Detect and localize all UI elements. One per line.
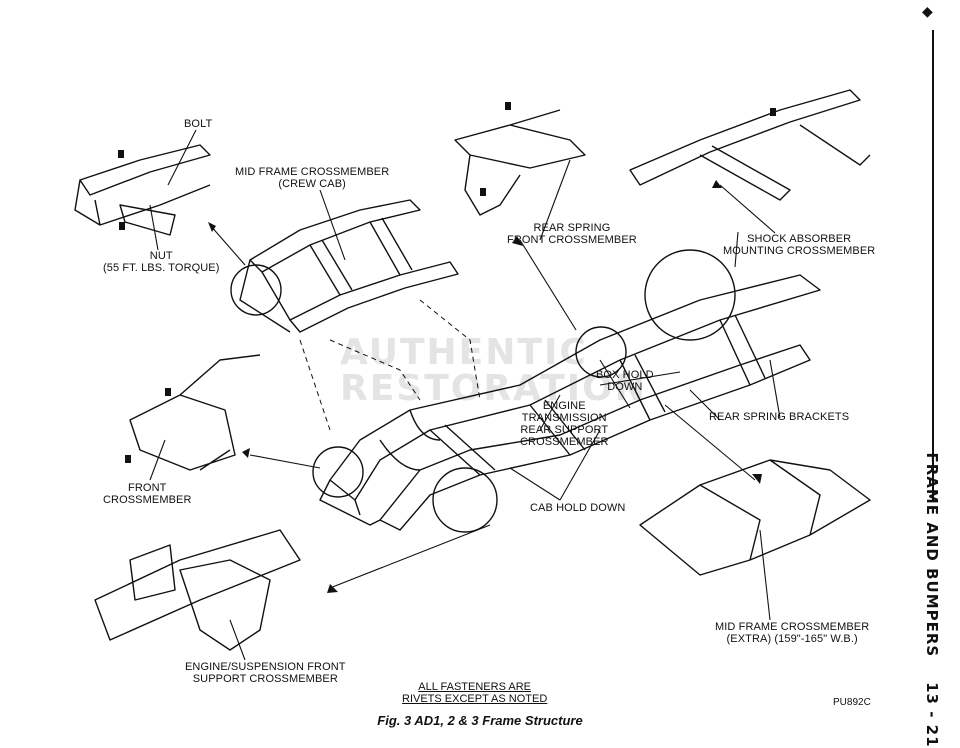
label-rear-spring-brackets: REAR SPRING BRACKETS — [709, 411, 849, 423]
bolt-icon-3 — [505, 102, 511, 110]
front-cross-detail — [129, 354, 261, 471]
fastener-note-2: RIVETS EXCEPT AS NOTED — [402, 693, 548, 705]
arrow-extra — [752, 474, 762, 484]
main-crossmember-4 — [719, 314, 766, 386]
figure-code: PU892C — [833, 697, 871, 708]
engine-support-detail — [94, 529, 301, 651]
crew-cross-1 — [309, 239, 353, 296]
page-number: 13 - 21 — [923, 682, 941, 748]
label-box-hold-1: BOX HOLD — [596, 369, 654, 381]
label-box-hold: BOX HOLD DOWN — [596, 369, 654, 393]
side-header-title: FRAME AND BUMPERS — [923, 452, 941, 658]
arrow-crew — [208, 222, 216, 232]
label-box-hold-2: DOWN — [607, 381, 643, 393]
label-engine-susp: ENGINE/SUSPENSION FRONT SUPPORT CROSSMEM… — [185, 661, 346, 685]
label-cab-hold-text: CAB HOLD DOWN — [530, 502, 626, 514]
figure-caption: Fig. 3 AD1, 2 & 3 Frame Structure — [377, 713, 583, 728]
fastener-note-1: ALL FASTENERS ARE — [418, 681, 531, 693]
label-engine-trans-2: TRANSMISSION — [521, 412, 607, 424]
bullet-icon: ◆ — [922, 4, 933, 20]
bolt-icon-1 — [118, 150, 124, 158]
label-front-cross-2: CROSSMEMBER — [103, 494, 192, 506]
label-engine-trans: ENGINE TRANSMISSION REAR SUPPORT CROSSME… — [520, 400, 609, 448]
engine-support-flange — [129, 544, 176, 601]
label-shock-1: SHOCK ABSORBER — [747, 233, 852, 245]
side-header-strip: ◆ — [905, 0, 960, 742]
detail-circle-front — [312, 446, 364, 498]
label-rear-spring-front-1: REAR SPRING — [533, 222, 611, 234]
detail-circle-crew — [230, 264, 282, 316]
label-engine-susp-2: SUPPORT CROSSMEMBER — [192, 673, 338, 685]
crew-frame-right — [289, 261, 459, 333]
frame-left-rail — [329, 274, 821, 501]
bolt-detail-rail — [74, 144, 211, 226]
label-mid-frame-extra: MID FRAME CROSSMEMBER (EXTRA) (159"-165"… — [715, 621, 869, 645]
label-mid-frame-extra-1: MID FRAME CROSSMEMBER — [715, 621, 870, 633]
crew-cross-2 — [369, 217, 413, 276]
bolt-detail-bracket — [119, 204, 176, 236]
bolt-icon-4 — [480, 188, 486, 196]
bolt-icon-7 — [125, 455, 131, 463]
bolt-icon-6 — [165, 388, 171, 396]
front-horn — [319, 479, 381, 526]
fastener-note: ALL FASTENERS ARE RIVETS EXCEPT AS NOTED — [402, 681, 547, 705]
shock-detail — [629, 89, 871, 201]
arrow-shock — [712, 180, 722, 188]
label-shock: SHOCK ABSORBER MOUNTING CROSSMEMBER — [723, 233, 875, 257]
label-engine-trans-4: CROSSMEMBER — [520, 436, 609, 448]
label-bolt: BOLT — [184, 118, 212, 130]
label-rear-spring-brackets-text: REAR SPRING BRACKETS — [709, 411, 850, 423]
label-shock-2: MOUNTING CROSSMEMBER — [723, 245, 876, 257]
front-curve — [379, 409, 441, 471]
main-crossmember-3 — [619, 354, 666, 421]
label-rear-spring-front-2: FRONT CROSSMEMBER — [507, 234, 637, 246]
label-engine-susp-1: ENGINE/SUSPENSION FRONT — [185, 661, 346, 673]
detail-circle-rear-spring — [575, 326, 627, 378]
label-mid-frame-crew-sub: (CREW CAB) — [278, 178, 346, 190]
crew-frame-left — [249, 199, 421, 273]
leader-lines — [149, 129, 781, 661]
frame-right-rail — [379, 344, 811, 531]
dashed-guides — [299, 299, 481, 431]
label-front-cross: FRONT CROSSMEMBER — [103, 482, 192, 506]
arrow-engine — [327, 584, 338, 593]
label-front-cross-1: FRONT — [128, 482, 167, 494]
extra-frame-detail — [639, 459, 871, 576]
bolt-icon-2 — [119, 222, 125, 230]
side-header: FRAME AND BUMPERS 13 - 21 — [923, 452, 941, 747]
label-bolt-text: BOLT — [184, 118, 213, 130]
label-mid-frame-extra-2: (EXTRA) (159"-165" W.B.) — [726, 633, 858, 645]
label-cab-hold: CAB HOLD DOWN — [530, 502, 625, 514]
label-mid-frame-crew-text: MID FRAME CROSSMEMBER — [235, 166, 390, 178]
arrow-front — [242, 448, 250, 458]
label-nut-torque: (55 FT. LBS. TORQUE) — [103, 262, 220, 274]
main-crossmember-2 — [529, 399, 586, 456]
main-crossmember-1 — [429, 424, 496, 476]
watermark-line-1: AUTHENTIC — [340, 332, 588, 373]
label-nut: NUT (55 FT. LBS. TORQUE) — [103, 250, 220, 274]
bolt-icon-5 — [770, 108, 776, 116]
label-mid-frame-crew: MID FRAME CROSSMEMBER (CREW CAB) — [235, 166, 389, 190]
arrow-rear-spring — [512, 236, 523, 246]
crew-end — [239, 259, 291, 333]
side-rule — [932, 30, 934, 500]
detail-circle-engine — [432, 467, 498, 533]
label-engine-trans-1: ENGINE — [542, 400, 586, 412]
rear-spring-detail — [454, 109, 586, 216]
detail-circle-shock — [644, 249, 736, 341]
label-rear-spring-front: REAR SPRING FRONT CROSSMEMBER — [507, 222, 637, 246]
label-engine-trans-3: REAR SUPPORT — [520, 424, 609, 436]
label-nut-text: NUT — [149, 250, 173, 262]
